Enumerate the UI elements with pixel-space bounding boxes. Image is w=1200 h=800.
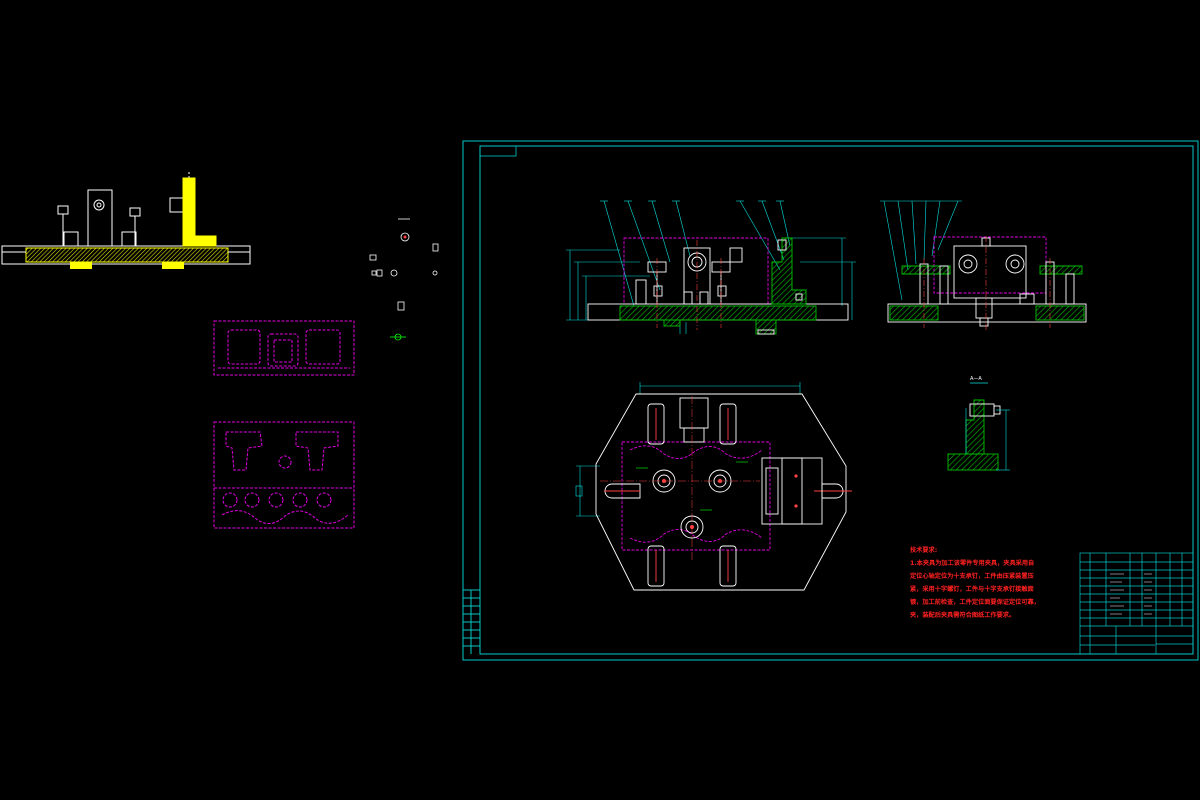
- drawing-frame: [462, 140, 1199, 661]
- top-view: [575, 382, 852, 591]
- technical-requirements: 技术要求: 1.本夹具为加工该零件专用夹具，夹具采用自 定位心轴定位为十支承钉，…: [910, 544, 1040, 622]
- tech-requirement-line: 夹，装配后夹具需符合图纸工作要求。: [910, 612, 1016, 619]
- front-view: [566, 200, 856, 335]
- section-label: A—A: [970, 376, 982, 382]
- tech-requirements-heading: 技术要求:: [910, 547, 938, 554]
- tech-requirement-line: 镀，加工前检查，工件定位面要保证定位可靠，夹具: [910, 599, 1040, 606]
- side-view: [880, 200, 1087, 330]
- tech-requirement-line: 紧，采用十字螺钉，工件与十字支承钉接触面: [910, 586, 1034, 593]
- bom-row-marks: [1110, 573, 1152, 615]
- part-top-outline: [213, 320, 355, 376]
- section-a-a: [947, 382, 1010, 471]
- title-block: [1079, 552, 1194, 655]
- part-bottom-outline: [213, 421, 355, 529]
- tech-requirement-line: 定位心轴定位为十支承钉，工件由压紧装置压: [910, 573, 1034, 580]
- left-side-view: [1, 172, 251, 269]
- detail-parts: [369, 218, 439, 341]
- tech-requirement-line: 1.本夹具为加工该零件专用夹具，夹具采用自: [910, 560, 1035, 567]
